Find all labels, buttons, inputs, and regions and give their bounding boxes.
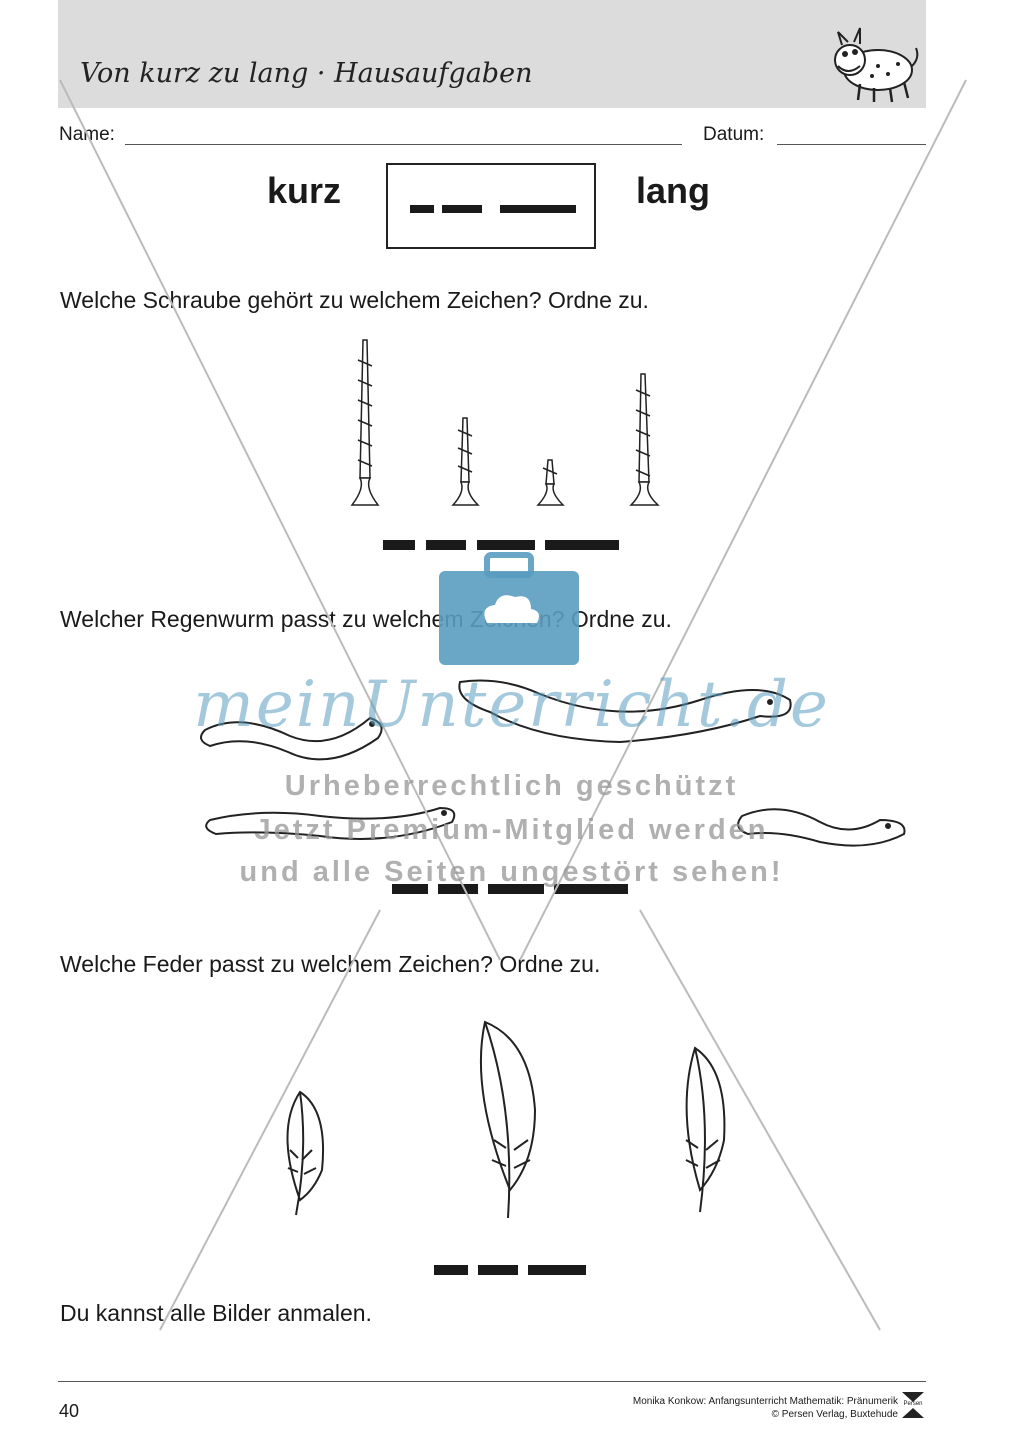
publisher-logo-icon: [902, 1392, 924, 1418]
screw-long-1: [350, 339, 380, 506]
footer-rule: [58, 1381, 926, 1382]
long-label: lang: [636, 170, 711, 211]
credit-line-1: Monika Konkow: Anfangsunterricht Mathema…: [632, 1396, 898, 1407]
feather-medium: [685, 1046, 726, 1213]
screw-short: [536, 459, 565, 506]
monster-mascot-icon: [834, 27, 919, 103]
task-screws: Welche Schraube gehört zu welchem Zeiche…: [60, 287, 649, 313]
answer-dash: [545, 540, 619, 550]
task-feathers: Welche Feder passt zu welchem Zeichen? O…: [60, 951, 601, 977]
watermark-logo: meinUnterricht.de: [193, 668, 830, 742]
symbol-short: [410, 205, 434, 213]
name-line[interactable]: [125, 144, 682, 145]
screw-medium: [451, 417, 480, 506]
briefcase-icon: [439, 552, 579, 665]
answer-dash: [434, 1265, 468, 1275]
legend-box: [386, 163, 596, 249]
watermark-line-3: und alle Seiten ungestört sehen!: [239, 856, 784, 888]
publisher-mark: Persen: [903, 1401, 923, 1407]
answer-dash: [478, 1265, 518, 1275]
header-band: [58, 0, 926, 108]
symbol-long: [500, 205, 576, 213]
answer-dash: [477, 540, 535, 550]
publisher-logo: Persen: [902, 1392, 924, 1418]
watermark-line-1: Urheberrechtlich geschützt: [284, 770, 739, 802]
name-label: Name:: [59, 124, 115, 145]
symbol-medium: [442, 205, 482, 213]
task-worms: Welcher Regenwurm passt zu welchem Zeich…: [60, 606, 672, 632]
date-label: Datum:: [703, 124, 765, 145]
credit-line-2: © Persen Verlag, Buxtehude: [771, 1409, 898, 1420]
screw-long-2: [629, 373, 660, 506]
short-label: kurz: [267, 170, 342, 211]
task-coloring: Du kannst alle Bilder anmalen.: [60, 1300, 372, 1326]
answer-dash: [383, 540, 415, 550]
page-title: Von kurz zu lang · Hausaufgaben: [80, 58, 533, 89]
page-number: 40: [59, 1401, 80, 1421]
feather-long: [479, 1020, 537, 1219]
answer-dash: [528, 1265, 586, 1275]
answer-dash: [426, 540, 466, 550]
watermark-line-2: Jetzt Premium-Mitglied werden: [254, 814, 769, 846]
date-line[interactable]: [777, 144, 926, 145]
footer-credits: Monika Konkow: Anfangsunterricht Mathema…: [633, 1395, 898, 1421]
feather-short: [286, 1090, 325, 1216]
